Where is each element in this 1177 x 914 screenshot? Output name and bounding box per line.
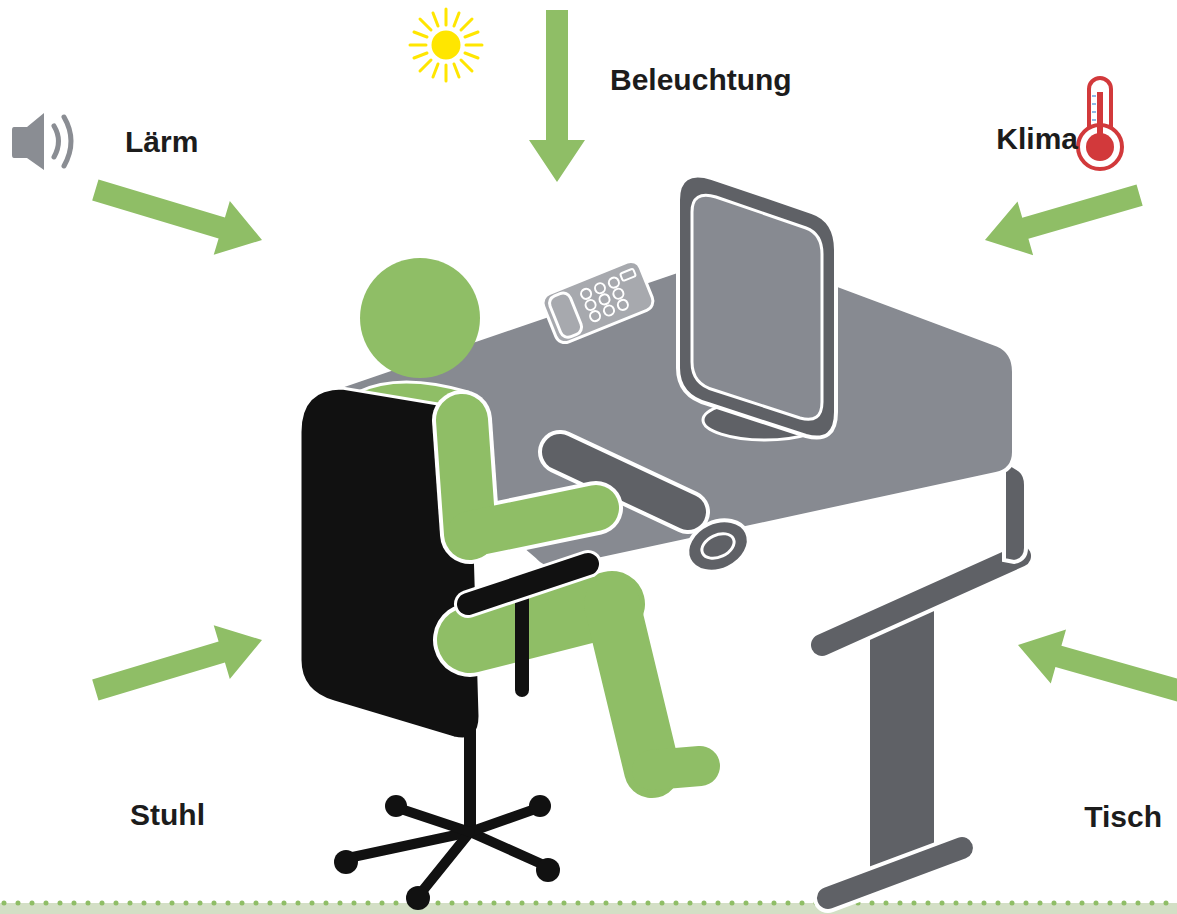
- person-arm: [462, 420, 596, 534]
- chair-stem: [464, 700, 476, 832]
- computer-mouse: [679, 511, 757, 582]
- chair-base: [348, 808, 546, 894]
- factor-label: Klima: [996, 121, 1078, 157]
- light-arrow: [529, 10, 585, 182]
- floor: [0, 903, 1177, 914]
- floor-band: [0, 903, 1177, 914]
- chair-arrow: [87, 613, 270, 717]
- monitor: [678, 176, 836, 440]
- noise-arrow: [87, 163, 270, 267]
- factor-label: Lärm: [125, 124, 198, 160]
- climate-arrow: [977, 168, 1147, 267]
- desk-foot: [828, 848, 962, 898]
- desk-arrow: [1010, 618, 1177, 718]
- chair-armrest: [468, 564, 588, 690]
- speaker-icon: [12, 113, 71, 170]
- floor-dotted-line: [4, 901, 1177, 906]
- chair: [300, 388, 560, 910]
- thermometer-icon: [1078, 78, 1122, 169]
- telephone: [540, 258, 656, 345]
- chair-back: [300, 388, 480, 739]
- factor-label: Beleuchtung: [610, 62, 792, 98]
- sun-icon: [410, 9, 482, 81]
- person-legs: [470, 604, 700, 770]
- person-head: [360, 258, 480, 378]
- desk-rail: [822, 556, 1020, 645]
- chair-wheels: [334, 795, 560, 910]
- factor-label: Tisch: [1084, 799, 1162, 835]
- factor-label: Stuhl: [130, 797, 205, 833]
